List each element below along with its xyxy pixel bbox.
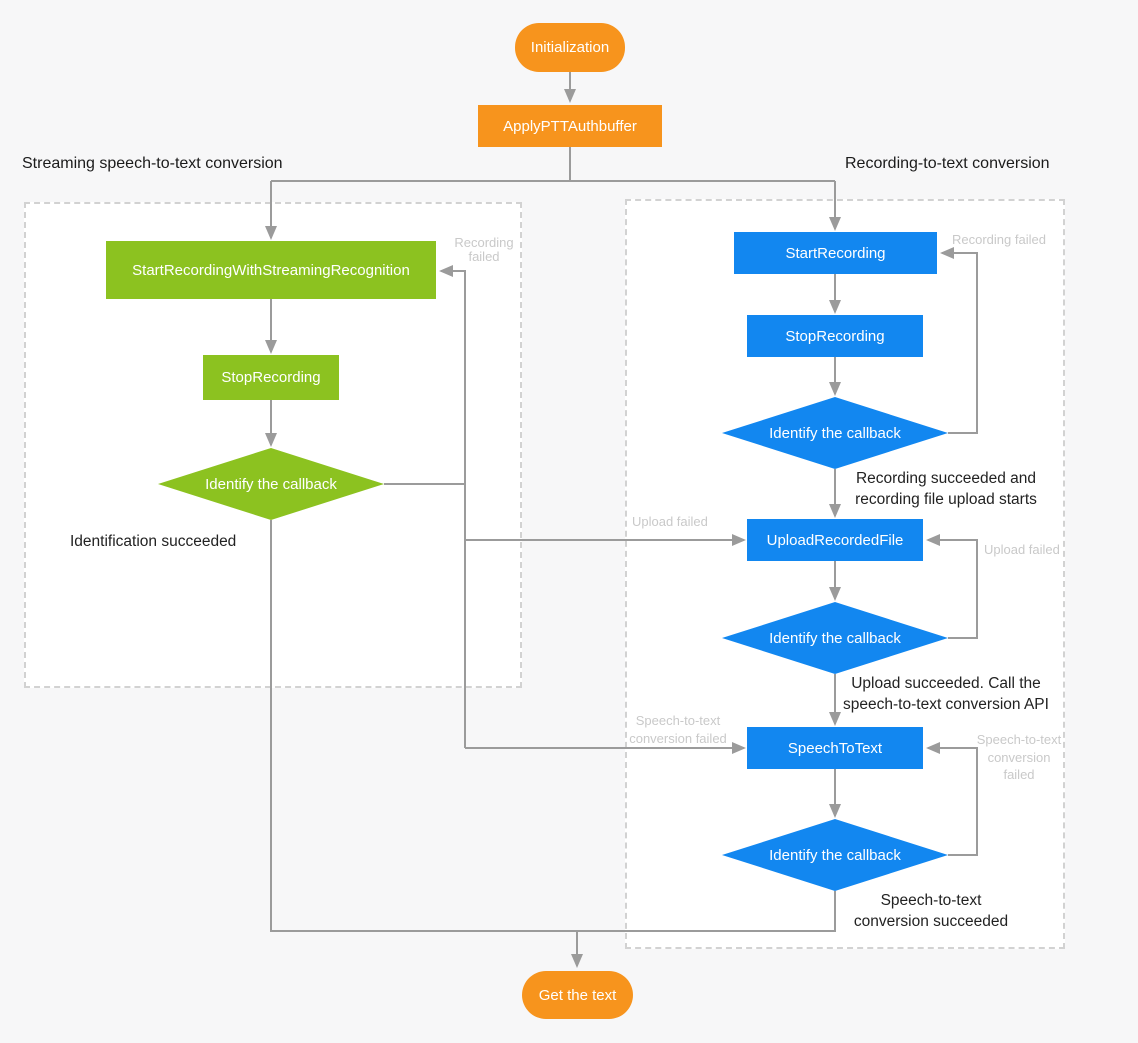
stt-failed-left-label: Speech-to-text conversion failed bbox=[629, 713, 727, 746]
get-the-text-node: Get the text bbox=[522, 971, 633, 1019]
upload-failed-right-label: Upload failed bbox=[984, 542, 1060, 557]
recording-start-recording-node: StartRecording bbox=[734, 232, 937, 274]
initialization-node: Initialization bbox=[515, 23, 625, 72]
speech-to-text-node: SpeechToText bbox=[747, 727, 923, 769]
upload-failed-left-label: Upload failed bbox=[632, 514, 708, 529]
upload-succeeded-note: Upload succeeded. Call the speech-to-tex… bbox=[843, 675, 1049, 713]
recording-section-title: Recording-to-text conversion bbox=[845, 155, 1050, 172]
streaming-stop-recording-node: StopRecording bbox=[203, 355, 339, 400]
apply-ptt-authbuffer-node: ApplyPTTAuthbuffer bbox=[478, 105, 662, 147]
streaming-section-title: Streaming speech-to-text conversion bbox=[22, 155, 283, 172]
streaming-recording-failed-label: Recording failed bbox=[454, 235, 514, 264]
recording-succeeded-note: Recording succeeded and recording file u… bbox=[855, 470, 1037, 508]
recording-failed-label: Recording failed bbox=[952, 232, 1046, 247]
streaming-start-recording-node: StartRecordingWithStreamingRecognition bbox=[106, 241, 436, 299]
recording-stop-recording-node: StopRecording bbox=[747, 315, 923, 357]
upload-recorded-file-node: UploadRecordedFile bbox=[747, 519, 923, 561]
stt-succeeded-note: Speech-to-text conversion succeeded bbox=[853, 892, 1009, 930]
identification-succeeded-note: Identification succeeded bbox=[70, 533, 237, 550]
stt-failed-right-label: Speech-to-text conversion failed bbox=[976, 732, 1062, 782]
